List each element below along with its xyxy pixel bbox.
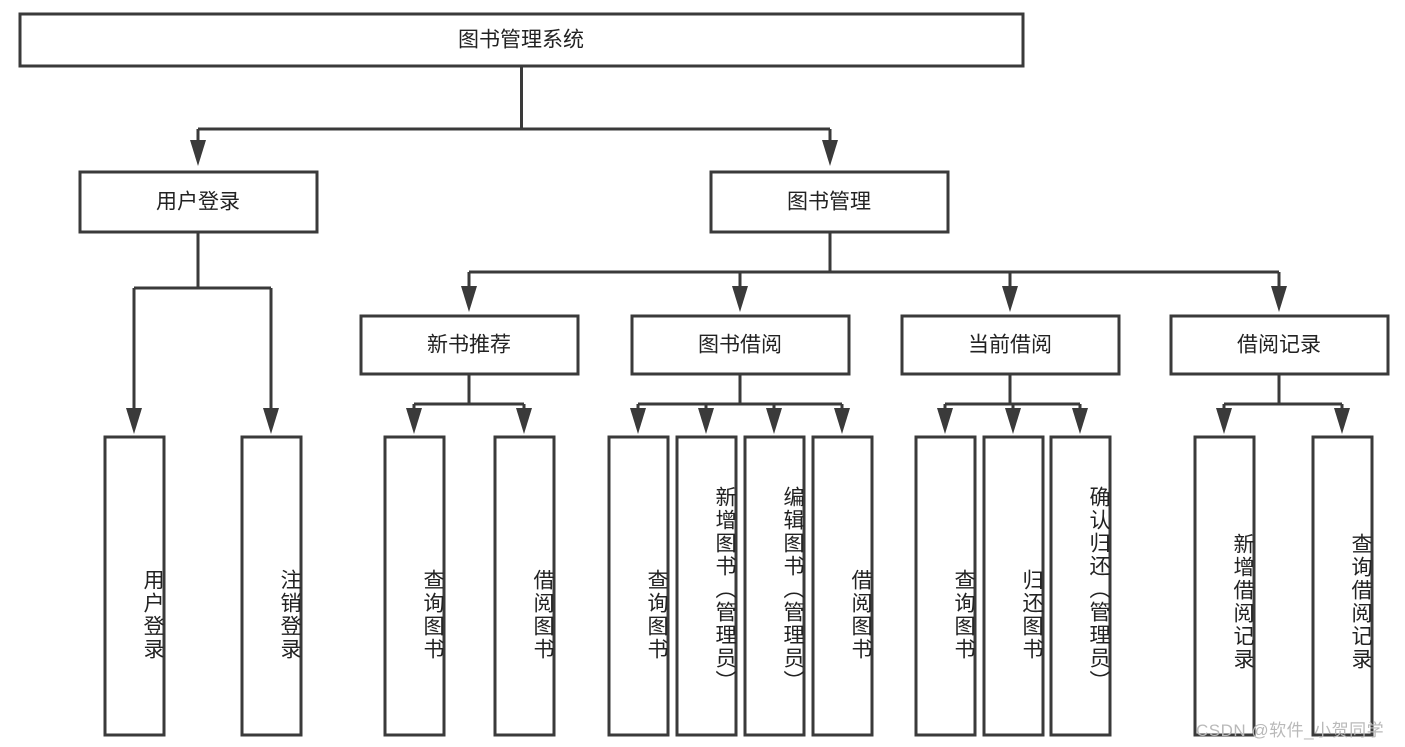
arrow-book-mgmt-to-new-book bbox=[461, 286, 477, 312]
arrow-user-login-leaf-2 bbox=[263, 408, 279, 434]
arrow-new-book-leaf-1 bbox=[406, 408, 422, 434]
arrow-current-borrow-leaf-1 bbox=[937, 408, 953, 434]
connector-group-current-borrow bbox=[937, 375, 1088, 434]
csdn-watermark: CSDN @软件_小贺同学 bbox=[1196, 721, 1385, 740]
leaf-box-book-borrow-2[interactable] bbox=[675, 435, 738, 737]
arrow-current-borrow-leaf-2 bbox=[1005, 408, 1021, 434]
arrow-new-book-leaf-2 bbox=[516, 408, 532, 434]
node-box-current-borrow[interactable] bbox=[900, 314, 1121, 376]
arrow-book-mgmt-to-current bbox=[1002, 286, 1018, 312]
leaf-box-borrow-record-1[interactable] bbox=[1193, 435, 1256, 737]
arrow-book-borrow-leaf-4 bbox=[834, 408, 850, 434]
node-box-root[interactable] bbox=[18, 12, 1025, 68]
leaf-box-book-borrow-1[interactable] bbox=[607, 435, 670, 737]
leaf-box-user-login-1[interactable] bbox=[103, 435, 166, 737]
arrow-borrow-record-leaf-2 bbox=[1334, 408, 1350, 434]
leaf-box-current-borrow-3[interactable] bbox=[1049, 435, 1112, 737]
arrow-borrow-record-leaf-1 bbox=[1216, 408, 1232, 434]
leaf-box-current-borrow-1[interactable] bbox=[914, 435, 977, 737]
leaf-box-book-borrow-3[interactable] bbox=[743, 435, 806, 737]
arrow-book-mgmt-to-borrow bbox=[732, 286, 748, 312]
leaf-box-current-borrow-2[interactable] bbox=[982, 435, 1045, 737]
connector-group-user-login bbox=[126, 232, 279, 434]
node-label-user-login: 用户登录 bbox=[156, 191, 240, 214]
node-box-borrow-record[interactable] bbox=[1169, 314, 1390, 376]
leaf-box-book-borrow-4[interactable] bbox=[811, 435, 874, 737]
arrow-book-borrow-leaf-3 bbox=[766, 408, 782, 434]
node-label-current-borrow: 当前借阅 bbox=[968, 334, 1052, 357]
node-label-book-borrow: 图书借阅 bbox=[698, 334, 782, 357]
connector-group-root bbox=[190, 66, 838, 166]
arrow-book-mgmt-to-record bbox=[1271, 286, 1287, 312]
arrow-book-borrow-leaf-2 bbox=[698, 408, 714, 434]
leaf-box-new-book-2[interactable] bbox=[493, 435, 556, 737]
arrow-root-to-user-login bbox=[190, 140, 206, 166]
arrow-user-login-leaf-1 bbox=[126, 408, 142, 434]
leaf-box-user-login-2[interactable] bbox=[240, 435, 303, 737]
arrow-root-to-book-mgmt bbox=[822, 140, 838, 166]
arrow-book-borrow-leaf-1 bbox=[630, 408, 646, 434]
node-label-new-book-recommend: 新书推荐 bbox=[427, 334, 511, 357]
node-box-new-book-recommend[interactable] bbox=[359, 314, 580, 376]
node-box-book-management[interactable] bbox=[709, 170, 950, 234]
node-box-book-borrow[interactable] bbox=[630, 314, 851, 376]
node-label-book-management: 图书管理 bbox=[787, 191, 871, 214]
arrow-current-borrow-leaf-3 bbox=[1072, 408, 1088, 434]
leaf-box-borrow-record-2[interactable] bbox=[1311, 435, 1374, 737]
leaf-box-new-book-1[interactable] bbox=[383, 435, 446, 737]
connector-group-book-borrow bbox=[630, 375, 850, 434]
node-label-borrow-record: 借阅记录 bbox=[1237, 334, 1321, 357]
connector-group-borrow-record bbox=[1216, 375, 1350, 434]
connector-group-new-book bbox=[406, 375, 532, 434]
node-box-user-login[interactable] bbox=[78, 170, 319, 234]
connector-group-book-mgmt bbox=[461, 232, 1287, 312]
node-label-root: 图书管理系统 bbox=[458, 29, 584, 52]
